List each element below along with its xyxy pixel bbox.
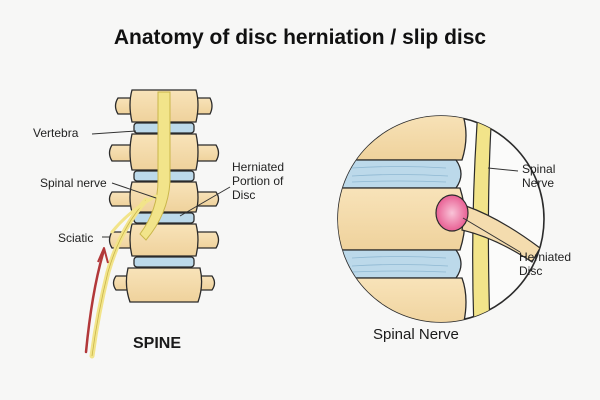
label-herniated-disc: Herniated Disc <box>519 250 571 278</box>
vertebra-4 <box>108 223 220 257</box>
sciatic-nerve <box>84 248 106 354</box>
diagram-title: Anatomy of disc herniation / slip disc <box>113 26 487 49</box>
zoom-nerve-root <box>461 205 541 263</box>
spine-caption: SPINE <box>133 335 182 352</box>
label-herniated-disc-line1: Herniated <box>519 250 572 264</box>
label-herniated-disc-line2: Disc <box>519 264 543 278</box>
disc-3-herniated <box>133 212 195 224</box>
zoom-caption: Spinal Nerve <box>373 326 459 343</box>
label-herniated-portion: Herniated Portion of Disc <box>232 160 284 202</box>
label-spinal-line1: Spinal <box>522 162 556 176</box>
spinal-nerve-branch <box>110 194 158 234</box>
zoom-leader-lines <box>462 167 521 253</box>
label-herniated-line1: Herniated <box>232 160 285 174</box>
zoom-contents <box>338 116 541 322</box>
spine-column <box>108 89 220 303</box>
label-herniated-line2: Portion of <box>232 174 284 188</box>
label-spinal-line2: Nerve <box>522 176 555 190</box>
vertebra-5 <box>112 267 216 303</box>
label-zoom-spinal-nerve: Spinal Nerve <box>522 162 555 190</box>
disc-4 <box>133 256 195 268</box>
herniation-bulge <box>435 194 469 232</box>
label-herniated-line3: Disc <box>232 188 256 202</box>
label-vertebra: Vertebra <box>33 126 79 140</box>
label-spinal-nerve: Spinal nerve <box>40 176 107 190</box>
label-sciatic: Sciatic <box>58 231 94 245</box>
spine-leader-lines <box>91 130 231 238</box>
